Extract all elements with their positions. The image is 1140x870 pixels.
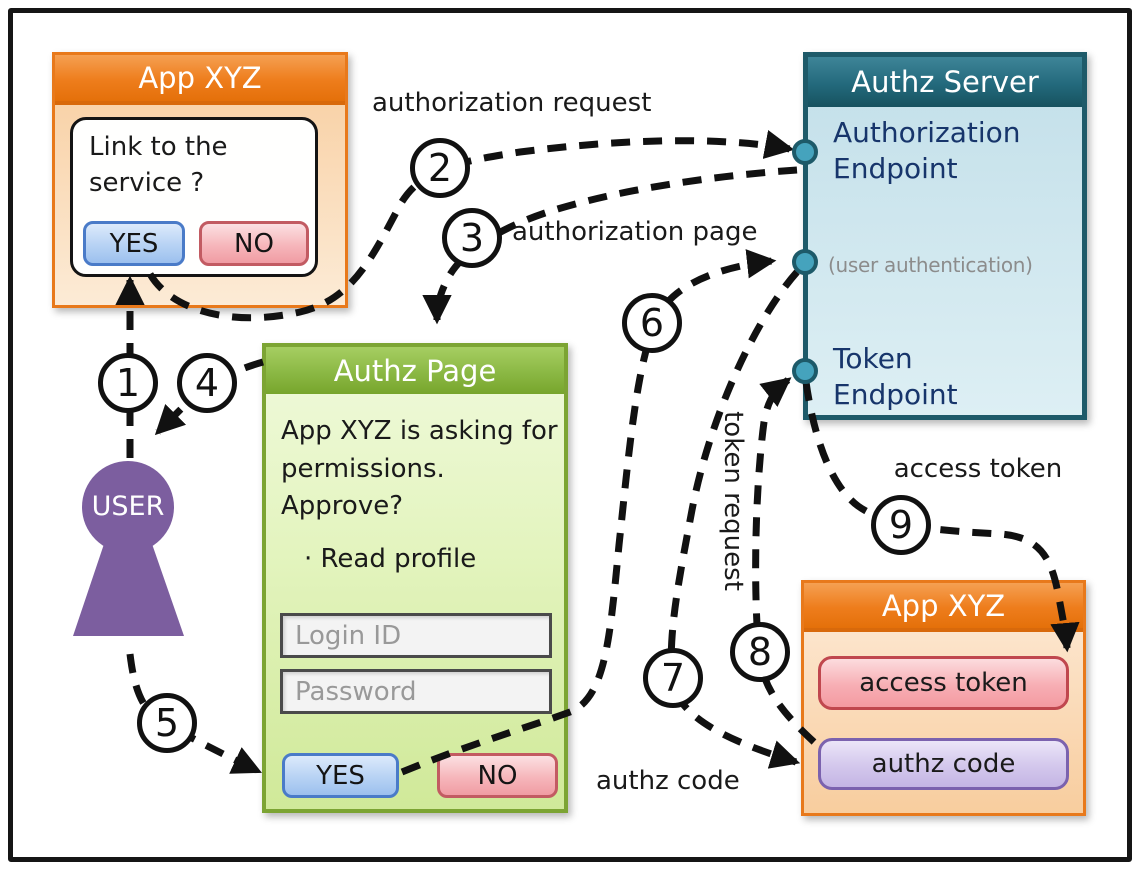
approve-no-button[interactable]: NO <box>437 753 558 798</box>
authz-code-badge: authz code <box>818 738 1069 790</box>
user-label: USER <box>91 491 165 522</box>
client-app-result-title: App XYZ <box>804 583 1083 632</box>
port-authorization-endpoint <box>792 139 818 165</box>
token-endpoint-label: Token Endpoint <box>833 342 958 411</box>
approve-yes-button[interactable]: YES <box>282 753 399 798</box>
link-dialog-message: Link to the service ? <box>89 132 228 198</box>
label-token-request: token request <box>718 411 748 591</box>
client-app-window: App XYZ Link to the service ? YES NO <box>52 52 348 308</box>
flow-arrow-8-token-request <box>752 377 817 745</box>
flow-arrow-7-authz-code-issued <box>667 269 801 769</box>
authz-page-message: App XYZ is asking for permissions. Appro… <box>281 416 558 522</box>
port-token-endpoint <box>792 358 818 384</box>
step-circle-8: 8 <box>730 622 790 682</box>
flow-arrow-2-authorization-request <box>146 130 795 322</box>
label-authz-code: authz code <box>596 766 740 796</box>
link-no-button[interactable]: NO <box>199 221 309 266</box>
authz-page-box: Authz Page App XYZ is asking for permiss… <box>262 343 568 813</box>
label-access-token: access token <box>893 454 1063 484</box>
link-yes-button[interactable]: YES <box>83 221 185 266</box>
step-circle-3: 3 <box>442 208 502 268</box>
diagram-frame <box>8 8 1132 862</box>
flow-arrow-9-access-token-issued <box>802 381 1080 653</box>
access-token-badge: access token <box>818 656 1069 710</box>
client-app-title: App XYZ <box>55 55 345 105</box>
label-authorization-request: authorization request <box>372 88 652 118</box>
label-authorization-page: authorization page <box>512 217 758 247</box>
user-icon-body <box>73 541 184 636</box>
step-circle-9: 9 <box>871 495 931 555</box>
authz-server-title: Authz Server <box>808 57 1082 107</box>
step-circle-6: 6 <box>622 293 682 353</box>
port-user-authentication <box>792 249 818 275</box>
step-circle-7: 7 <box>643 648 703 708</box>
scope-read-profile: · Read profile <box>304 544 477 574</box>
client-app-result-box: App XYZ access token authz code <box>801 580 1086 816</box>
step-circle-2: 2 <box>410 138 470 198</box>
authorization-endpoint-label: Authorization Endpoint <box>833 116 1021 185</box>
step-circle-4: 4 <box>177 353 237 413</box>
user-authentication-label: (user authentication) <box>828 253 1033 277</box>
password-input[interactable] <box>280 669 552 714</box>
step-circle-1: 1 <box>98 353 158 413</box>
authz-server-box: Authz Server Authorization Endpoint (use… <box>803 52 1087 420</box>
user-icon <box>82 461 174 553</box>
step-circle-5: 5 <box>137 693 197 753</box>
authz-page-title: Authz Page <box>266 347 564 394</box>
flow-arrow-3-authorization-page <box>422 166 798 325</box>
link-dialog: Link to the service ? YES NO <box>70 117 318 277</box>
login-id-input[interactable] <box>280 613 552 658</box>
